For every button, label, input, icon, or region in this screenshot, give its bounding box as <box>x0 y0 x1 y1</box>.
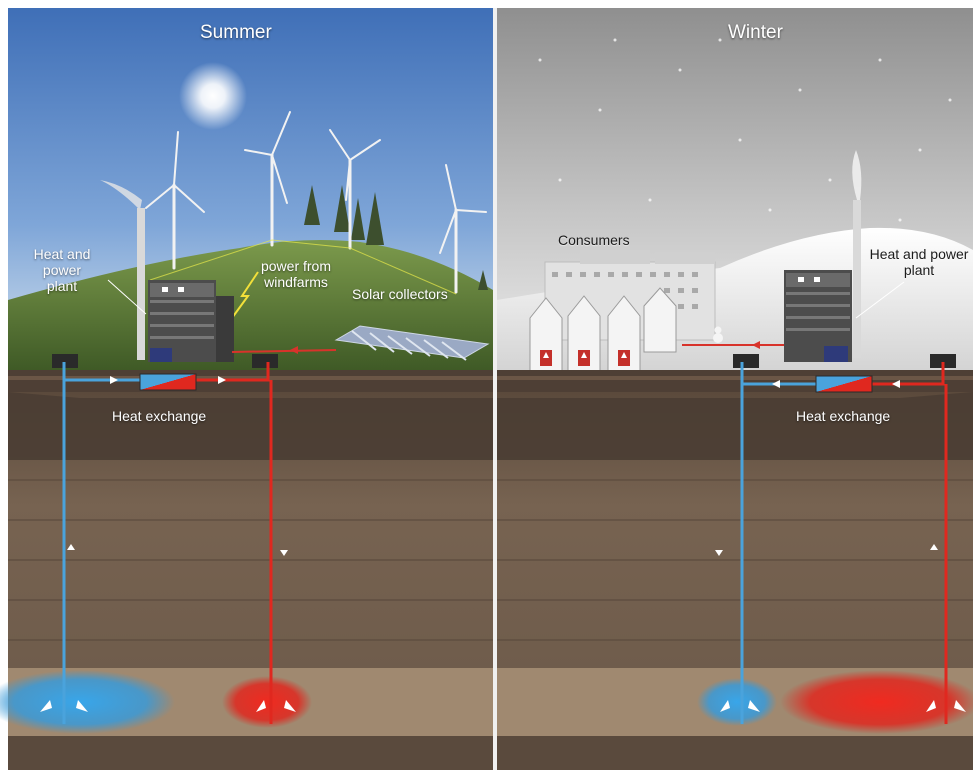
summer-title: Summer <box>200 22 272 43</box>
winter-heat-power-plant-label: Heat and power plant <box>869 246 969 278</box>
summer-wells <box>52 354 288 724</box>
heat-exchanger-icon <box>139 373 197 391</box>
windfarms-label: power from windfarms <box>260 258 332 290</box>
label-pointer <box>855 281 905 319</box>
wind-turbine-icon <box>439 164 487 294</box>
arrow-icon <box>290 346 298 354</box>
snowflakes <box>538 38 952 222</box>
arrow-down-icon <box>280 550 288 556</box>
arrow-icon <box>892 380 900 388</box>
winter-heat-exchange-label: Heat exchange <box>796 408 891 424</box>
heat-power-plant-building <box>148 280 234 362</box>
surface-warm-pipe <box>231 349 337 353</box>
heat-exchanger-icon <box>815 375 873 393</box>
winter-title: Winter <box>728 22 783 43</box>
arrow-down-icon <box>715 550 723 556</box>
consumers-buildings <box>529 250 716 373</box>
solar-collectors-label: Solar collectors <box>352 286 448 302</box>
arrow-up-icon <box>930 544 938 550</box>
wind-turbine-icon <box>329 129 381 250</box>
arrow-icon <box>110 376 118 384</box>
cold-storage-plume <box>697 678 777 726</box>
panel-divider <box>493 8 497 770</box>
consumers-label: Consumers <box>558 232 630 248</box>
cold-storage-plume <box>0 670 175 734</box>
heat-power-plant-building <box>784 270 852 362</box>
arrow-icon <box>772 380 780 388</box>
summer-panel <box>8 8 493 370</box>
warm-storage-plume <box>780 670 973 734</box>
solar-collectors-icon <box>334 325 490 361</box>
label-pointer <box>107 279 147 315</box>
snowman-icon <box>713 333 723 343</box>
wind-turbine-icon <box>145 131 205 270</box>
tree-icon <box>304 185 488 290</box>
lightning-icon <box>231 271 259 319</box>
smoke-icon <box>100 180 142 210</box>
summer-heat-exchange-label: Heat exchange <box>112 408 207 424</box>
wind-turbine-icon <box>244 111 291 247</box>
winter-wells <box>715 354 956 724</box>
arrow-icon <box>752 341 760 349</box>
sun-icon <box>179 62 247 130</box>
arrow-up-icon <box>67 544 75 550</box>
flow-arrows <box>40 700 966 712</box>
smoke-icon <box>852 150 862 200</box>
warm-storage-plume <box>222 676 312 728</box>
chimney <box>137 208 145 360</box>
summer-heat-power-plant-label: Heat and power plant <box>33 246 91 294</box>
chimney <box>853 200 861 358</box>
power-line <box>149 239 457 295</box>
winter-panel <box>497 8 973 373</box>
arrow-icon <box>218 376 226 384</box>
snowman-head <box>714 326 722 334</box>
